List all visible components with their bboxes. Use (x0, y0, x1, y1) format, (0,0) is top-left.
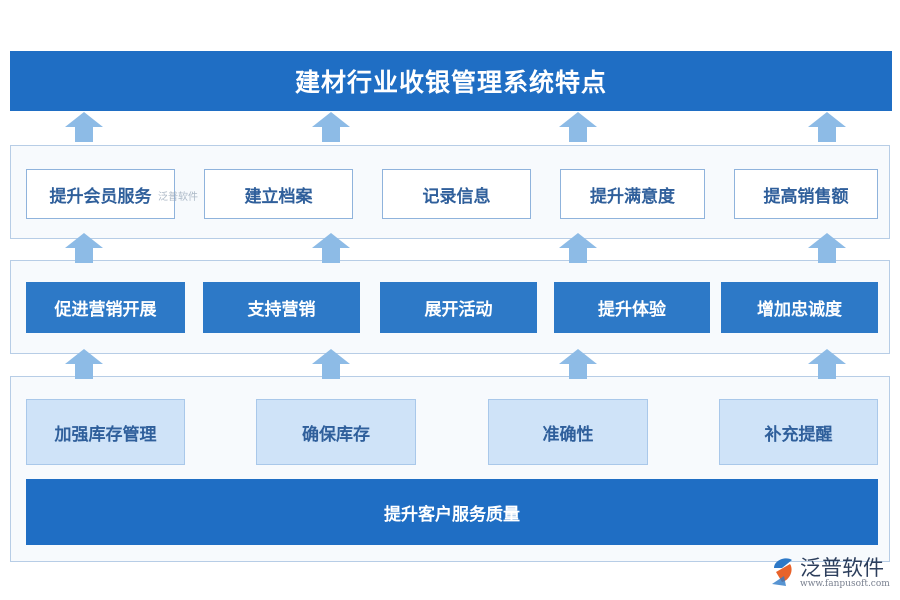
feature-box-record-info: 记录信息 (382, 169, 531, 219)
up-arrow-icon (312, 349, 350, 379)
up-arrow-icon (559, 349, 597, 379)
feature-box-promote-marketing: 促进营销开展 (26, 282, 185, 333)
feature-box-sales: 提高销售额 (734, 169, 878, 219)
feature-box-ensure-stock: 确保库存 (256, 399, 416, 465)
up-arrow-icon (808, 112, 846, 142)
logo-url: www.fanpusoft.com (800, 579, 890, 589)
logo-name: 泛普软件 (800, 556, 884, 580)
up-arrow-icon (559, 233, 597, 263)
feature-box-support-marketing: 支持营销 (203, 282, 360, 333)
up-arrow-icon (65, 233, 103, 263)
watermark: 泛普软件 (158, 192, 198, 203)
up-arrow-icon (65, 349, 103, 379)
feature-box-reminder: 补充提醒 (719, 399, 878, 465)
feature-box-inventory: 加强库存管理 (26, 399, 185, 465)
feature-box-satisfaction: 提升满意度 (560, 169, 705, 219)
up-arrow-icon (559, 112, 597, 142)
logo-mark-icon (772, 558, 792, 586)
up-arrow-icon (65, 112, 103, 142)
feature-box-member-service: 提升会员服务 (26, 169, 175, 219)
brand-logo: 泛普软件 www.fanpusoft.com (770, 552, 895, 596)
bottom-bar: 提升客户服务质量 (26, 479, 878, 545)
feature-box-loyalty: 增加忠诚度 (721, 282, 878, 333)
up-arrow-icon (808, 349, 846, 379)
up-arrow-icon (312, 233, 350, 263)
feature-box-experience: 提升体验 (554, 282, 710, 333)
up-arrow-icon (312, 112, 350, 142)
up-arrow-icon (808, 233, 846, 263)
diagram-title: 建材行业收银管理系统特点 (10, 51, 892, 111)
feature-box-activities: 展开活动 (380, 282, 537, 333)
feature-box-accuracy: 准确性 (488, 399, 648, 465)
feature-box-archive: 建立档案 (204, 169, 353, 219)
